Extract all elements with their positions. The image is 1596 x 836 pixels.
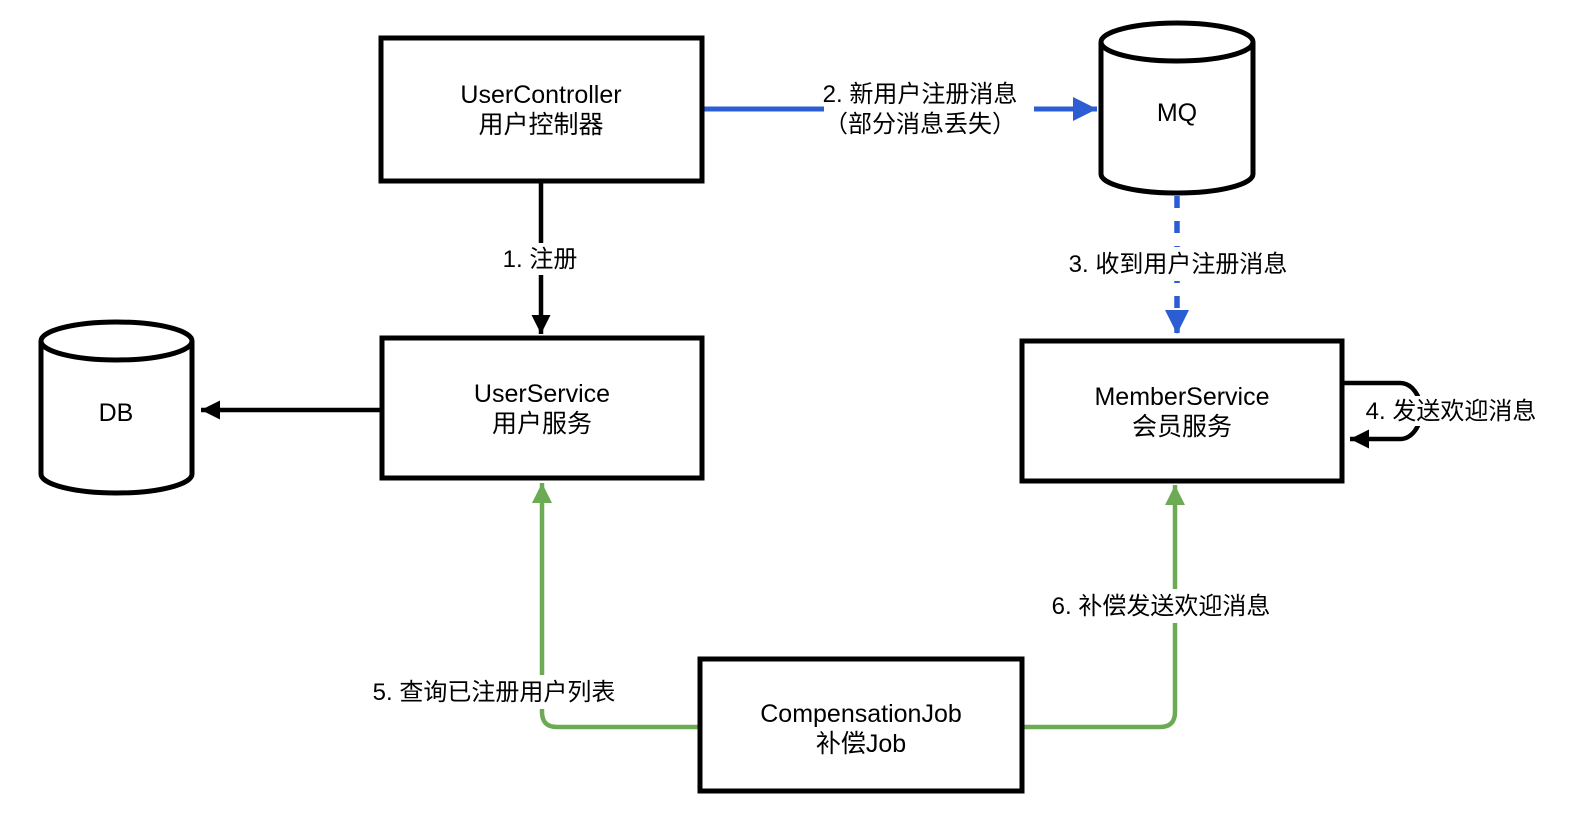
member-service-subtitle: 会员服务 — [1132, 413, 1232, 441]
user-controller-box — [378, 35, 705, 184]
user-service-subtitle: 用户服务 — [492, 410, 592, 438]
mq-cylinder-top — [1098, 20, 1256, 64]
user-service-title: UserService — [474, 380, 610, 408]
db-cylinder: DB — [38, 319, 195, 496]
edge-receive-message-label: 3. 收到用户注册消息 — [1069, 251, 1288, 278]
compensation-job-subtitle: 补偿Job — [816, 730, 906, 758]
mq-cylinder: MQ — [1098, 20, 1256, 196]
user-controller-title: UserController — [460, 81, 621, 109]
edge-register-label-bg — [498, 243, 582, 275]
mq-cylinder-body — [1098, 42, 1256, 196]
edge-send-welcome-label-bg — [1372, 396, 1532, 426]
user-service-box — [379, 335, 705, 481]
edge-query-users-path — [532, 483, 698, 730]
edge-receive-message-label-bg — [1062, 247, 1294, 281]
db-label: DB — [99, 399, 134, 427]
edge-compensate-welcome-label: 6. 补偿发送欢迎消息 — [1052, 593, 1271, 620]
member-service-title: MemberService — [1094, 383, 1269, 411]
compensation-job-box — [697, 656, 1025, 794]
edge-compensate-welcome-path — [1024, 485, 1185, 730]
edge-register-label: 1. 注册 — [503, 246, 578, 273]
edge-compensate-welcome-label-bg — [1048, 589, 1274, 623]
db-cylinder-top — [38, 319, 195, 363]
user-controller-subtitle: 用户控制器 — [478, 111, 603, 139]
member-service-box — [1019, 338, 1345, 484]
edge-new-user-message-label-bg — [824, 76, 1034, 140]
edge-new-user-message-label-line2: （部分消息丢失） — [824, 111, 1016, 138]
edge-new-user-message-label-line1: 2. 新用户注册消息 — [823, 81, 1018, 108]
edge-send-welcome-label: 4. 发送欢迎消息 — [1366, 398, 1537, 425]
mq-label: MQ — [1157, 99, 1197, 127]
compensation-job-title: CompensationJob — [760, 700, 962, 728]
edge-query-users-label: 5. 查询已注册用户列表 — [373, 679, 616, 706]
edge-query-users-label-bg — [378, 675, 610, 709]
db-cylinder-body — [38, 341, 195, 496]
